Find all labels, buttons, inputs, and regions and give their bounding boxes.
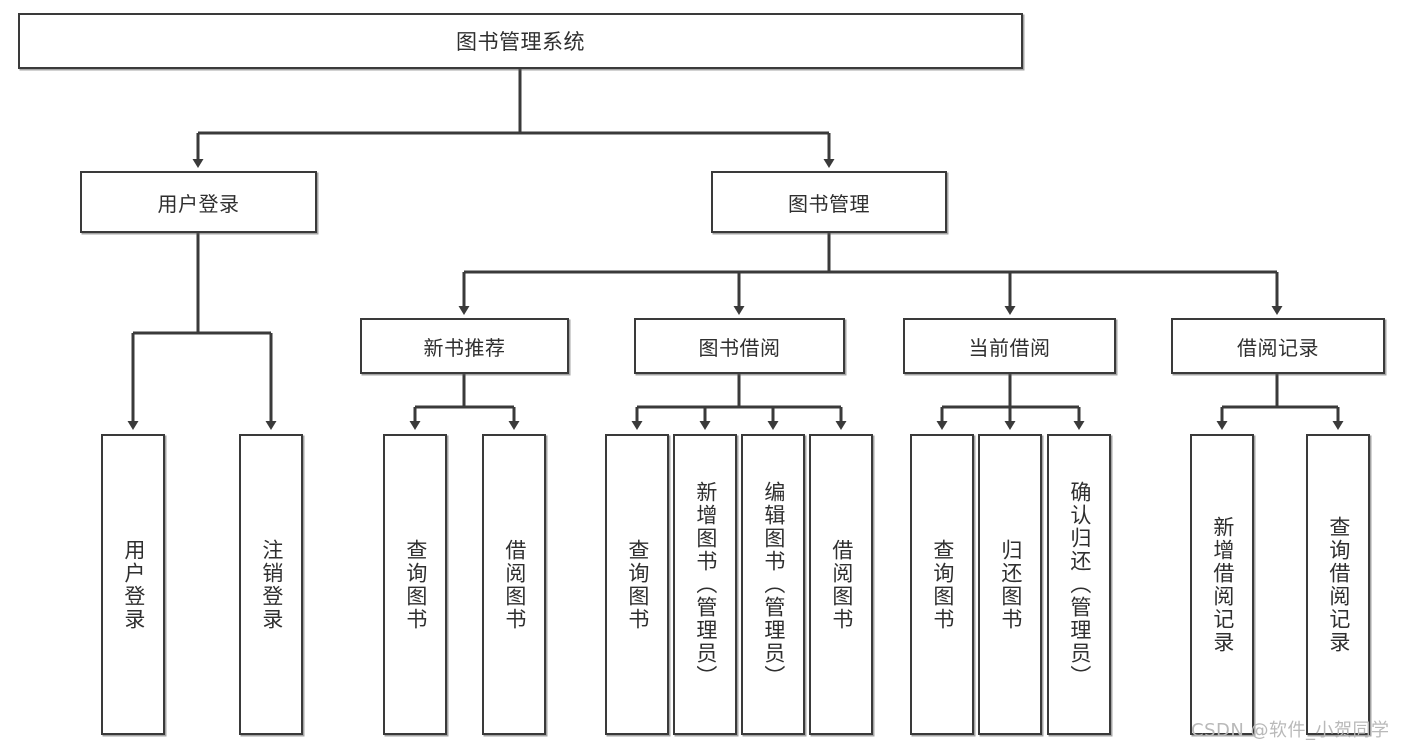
leaf-query-book-3[interactable]: 查询图书 xyxy=(910,434,974,735)
leaf-label: 借阅图书 xyxy=(502,538,527,631)
leaf-label: 查询图书 xyxy=(403,538,428,631)
leaf-add-book[interactable]: 新增图书（管理员） xyxy=(673,434,737,735)
leaf-logout-login[interactable]: 注销登录 xyxy=(239,434,303,735)
node-new-book-recommend[interactable]: 新书推荐 xyxy=(360,318,569,374)
node-book-manage[interactable]: 图书管理 xyxy=(711,171,947,233)
leaf-label: 查询图书 xyxy=(930,538,955,631)
csdn-watermark: CSDN @软件_小贺同学 xyxy=(1191,720,1390,741)
leaf-label: 归还图书 xyxy=(998,538,1023,631)
leaf-label: 借阅图书 xyxy=(829,538,854,631)
leaf-return-book[interactable]: 归还图书 xyxy=(978,434,1042,735)
leaf-confirm-return[interactable]: 确认归还（管理员） xyxy=(1047,434,1111,735)
leaf-label: 查询图书 xyxy=(625,538,650,631)
leaf-label: 用户登录 xyxy=(121,538,146,631)
leaf-borrow-book-1[interactable]: 借阅图书 xyxy=(482,434,546,735)
node-current-borrow[interactable]: 当前借阅 xyxy=(903,318,1116,374)
node-root-system[interactable]: 图书管理系统 xyxy=(18,13,1023,69)
node-borrow-record[interactable]: 借阅记录 xyxy=(1171,318,1385,374)
leaf-edit-book[interactable]: 编辑图书（管理员） xyxy=(741,434,805,735)
leaf-label: 查询借阅记录 xyxy=(1326,515,1351,654)
leaf-label: 新增借阅记录 xyxy=(1210,515,1235,654)
leaf-query-book-2[interactable]: 查询图书 xyxy=(605,434,669,735)
leaf-query-book-1[interactable]: 查询图书 xyxy=(383,434,447,735)
node-user-login[interactable]: 用户登录 xyxy=(80,171,317,233)
leaf-add-record[interactable]: 新增借阅记录 xyxy=(1190,434,1254,735)
leaf-query-record[interactable]: 查询借阅记录 xyxy=(1306,434,1370,735)
node-book-borrow[interactable]: 图书借阅 xyxy=(634,318,845,374)
leaf-label: 注销登录 xyxy=(259,538,284,631)
leaf-user-login[interactable]: 用户登录 xyxy=(101,434,165,735)
leaf-label: 确认归还（管理员） xyxy=(1067,481,1092,688)
leaf-label: 新增图书（管理员） xyxy=(693,481,718,688)
leaf-label: 编辑图书（管理员） xyxy=(761,481,786,688)
leaf-borrow-book-2[interactable]: 借阅图书 xyxy=(809,434,873,735)
